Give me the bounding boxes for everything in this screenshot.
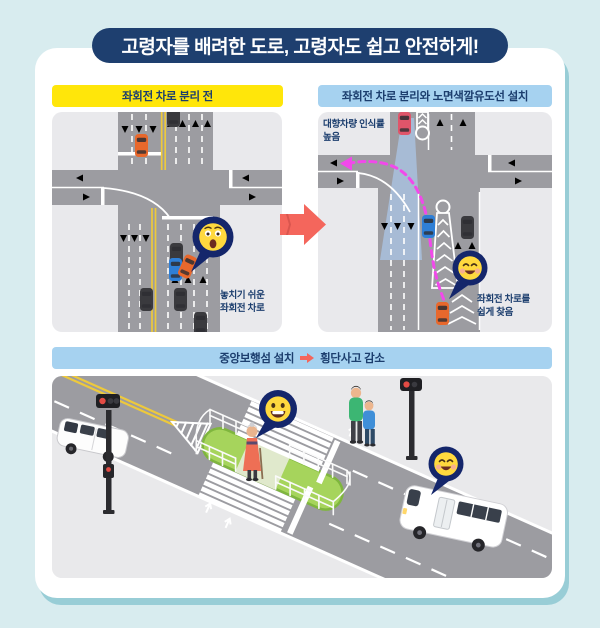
after-intersection-diagram (318, 112, 552, 332)
cane (259, 447, 264, 480)
page-title-text: 고령자를 배려한 도로, 고령자도 쉽고 안전하게! (121, 37, 479, 58)
center-line (151, 112, 167, 332)
black-car (167, 112, 180, 127)
bottom-panel-header: 중앙보행섬 설치 횡단사고 감소 (52, 347, 552, 369)
right-arrow-icon (300, 353, 315, 363)
black-car (461, 216, 474, 239)
chevron-island-top (415, 112, 430, 141)
before-panel-header-text: 좌회전 차로 분리 전 (122, 91, 213, 103)
colored-guidance-line (340, 156, 447, 305)
pedestrians (349, 385, 376, 447)
lane-markings (318, 112, 552, 330)
black-car (194, 312, 207, 332)
after-panel: 대향차량 인식률 높음 좌회전 차로를 쉽게 찾음 (318, 112, 552, 332)
before-panel-header: 좌회전 차로 분리 전 (52, 85, 283, 107)
after-panel-header-text: 좌회전 차로 분리와 노면색깔유도선 설치 (341, 91, 529, 103)
stop-line (287, 485, 314, 535)
median-yellow-line (52, 376, 178, 427)
bus-speech-bubble (428, 446, 464, 495)
after-panel-header: 좌회전 차로 분리와 노면색깔유도선 설치 (318, 85, 552, 107)
happy-speech-bubble (449, 250, 488, 299)
orange-car (436, 302, 449, 325)
adult-pedestrian (349, 385, 364, 444)
red-light (403, 381, 410, 388)
elderly-woman (243, 422, 264, 482)
red-light (99, 397, 106, 405)
oncoming-red-car (398, 112, 411, 135)
pedestrian-island-scene (52, 376, 552, 578)
road-ground (52, 376, 552, 578)
island-railing (195, 408, 351, 516)
before-panel: 놓치기 쉬운 좌회전 차로 (52, 112, 282, 332)
black-car (140, 288, 153, 311)
page-title: 고령자를 배려한 도로, 고령자도 쉽고 안전하게! (92, 28, 508, 63)
smiling-face-icon (458, 256, 482, 280)
child-pedestrian (363, 400, 376, 447)
note-oncoming-visibility: 대향차량 인식률 높음 (323, 119, 385, 143)
island-speech-bubble (256, 390, 297, 438)
bottom-header-right-text: 횡단사고 감소 (320, 353, 385, 365)
traffic-light (400, 378, 422, 460)
caption-missed-lane: 놓치기 쉬운 좌회전 차로 (220, 290, 265, 314)
blue-car-turn-lane (422, 215, 435, 238)
shocked-speech-bubble (191, 216, 234, 272)
traffic-light (96, 394, 120, 514)
white-minibus (399, 485, 509, 552)
bottom-header-left-text: 중앙보행섬 설치 (219, 353, 295, 365)
before-intersection-diagram (52, 112, 282, 332)
orange-car (135, 134, 148, 157)
shocked-face-icon (199, 223, 227, 251)
isometric-street-scene (52, 376, 552, 578)
grinning-face-icon (265, 396, 291, 422)
transition-arrow-icon (280, 203, 327, 246)
smiling-face-icon (434, 452, 458, 476)
black-car (174, 288, 187, 311)
caption-easy-find-lane: 좌회전 차로를 쉽게 찾음 (477, 294, 530, 318)
